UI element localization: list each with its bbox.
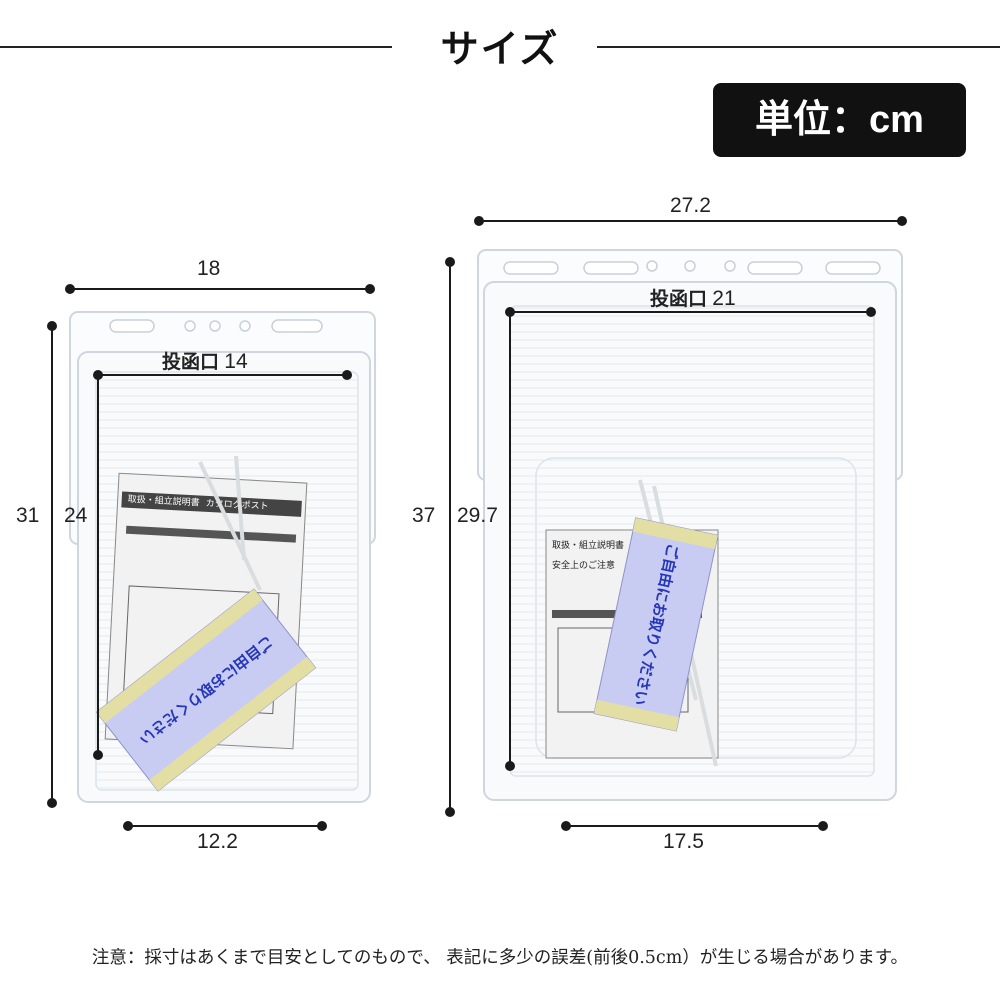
small-manual-bar [125, 525, 297, 543]
dim-endpoint [65, 284, 75, 294]
title-rule-left [0, 46, 392, 48]
dim-endpoint [866, 307, 876, 317]
large-height-outer-label: 37 [412, 504, 436, 527]
small-card-stripe [96, 589, 263, 724]
dim-endpoint [47, 321, 57, 331]
dim-endpoint [47, 798, 57, 808]
large-manual-title: 取扱・組立説明書 [552, 539, 624, 551]
small-manual-header [121, 491, 302, 517]
small-width-top-label: 18 [197, 257, 221, 280]
large-catalog-post: 取扱・組立説明書 安全上のご注意 ご自由にお取りください [445, 216, 907, 831]
small-cable-tie [198, 461, 262, 591]
large-card-stripe [632, 517, 718, 550]
small-slot-caption: 投函口 14 [162, 347, 248, 374]
dim-endpoint [505, 761, 515, 771]
dim-endpoint [365, 284, 375, 294]
large-slot-label: 投函口 [650, 289, 708, 310]
unit-badge: 単位：cm [713, 83, 966, 157]
small-cable-tie [234, 455, 246, 561]
large-card-stripe [594, 699, 680, 731]
large-hang-slot [583, 261, 639, 275]
large-hang-slot [747, 261, 803, 275]
small-hang-slot [109, 319, 155, 333]
small-card-stripe [149, 656, 316, 791]
large-hang-slot [825, 261, 881, 275]
dim-endpoint [897, 216, 907, 226]
dim-endpoint [342, 370, 352, 380]
small-slot-label: 投函口 [162, 352, 220, 373]
small-card: ご自由にお取りください [95, 588, 317, 792]
small-hang-slot [271, 319, 323, 333]
dim-endpoint [445, 807, 455, 817]
small-slot-width: 14 [224, 350, 248, 373]
dim-endpoint [561, 821, 571, 831]
dim-endpoint [818, 821, 828, 831]
large-hole [646, 260, 658, 272]
large-hang-slot [503, 261, 559, 275]
large-slot-width: 21 [712, 287, 736, 310]
small-height-inner-label: 24 [64, 504, 88, 527]
page-title: サイズ [440, 27, 560, 71]
large-card: ご自由にお取りください [593, 517, 719, 732]
large-width-top-label: 27.2 [670, 194, 711, 217]
large-hole [724, 260, 736, 272]
small-hole [184, 320, 196, 332]
dim-endpoint [317, 821, 327, 831]
small-height-outer-label: 31 [16, 504, 40, 527]
small-width-bottom-label: 12.2 [197, 830, 238, 853]
dim-endpoint [123, 821, 133, 831]
small-manual-title: 取扱・組立説明書 [127, 493, 200, 509]
title-rule-right [597, 46, 1000, 48]
dim-endpoint [474, 216, 484, 226]
large-manual-subtitle: 安全上のご注意 [552, 559, 615, 571]
large-width-bottom-label: 17.5 [663, 830, 704, 853]
large-height-inner-label: 29.7 [457, 504, 498, 527]
large-hole [684, 260, 696, 272]
small-hole [239, 320, 251, 332]
small-catalog-post: 取扱・組立説明書 カタログポスト ご自由にお取りください [47, 284, 376, 831]
dim-endpoint [93, 750, 103, 760]
dim-endpoint [445, 257, 455, 267]
large-slot-caption: 投函口 21 [650, 284, 736, 311]
measurement-disclaimer: 注意：採寸はあくまで目安としてのもので、 表記に多少の誤差(前後0.5cm）が生… [91, 948, 909, 968]
small-hole [209, 320, 221, 332]
